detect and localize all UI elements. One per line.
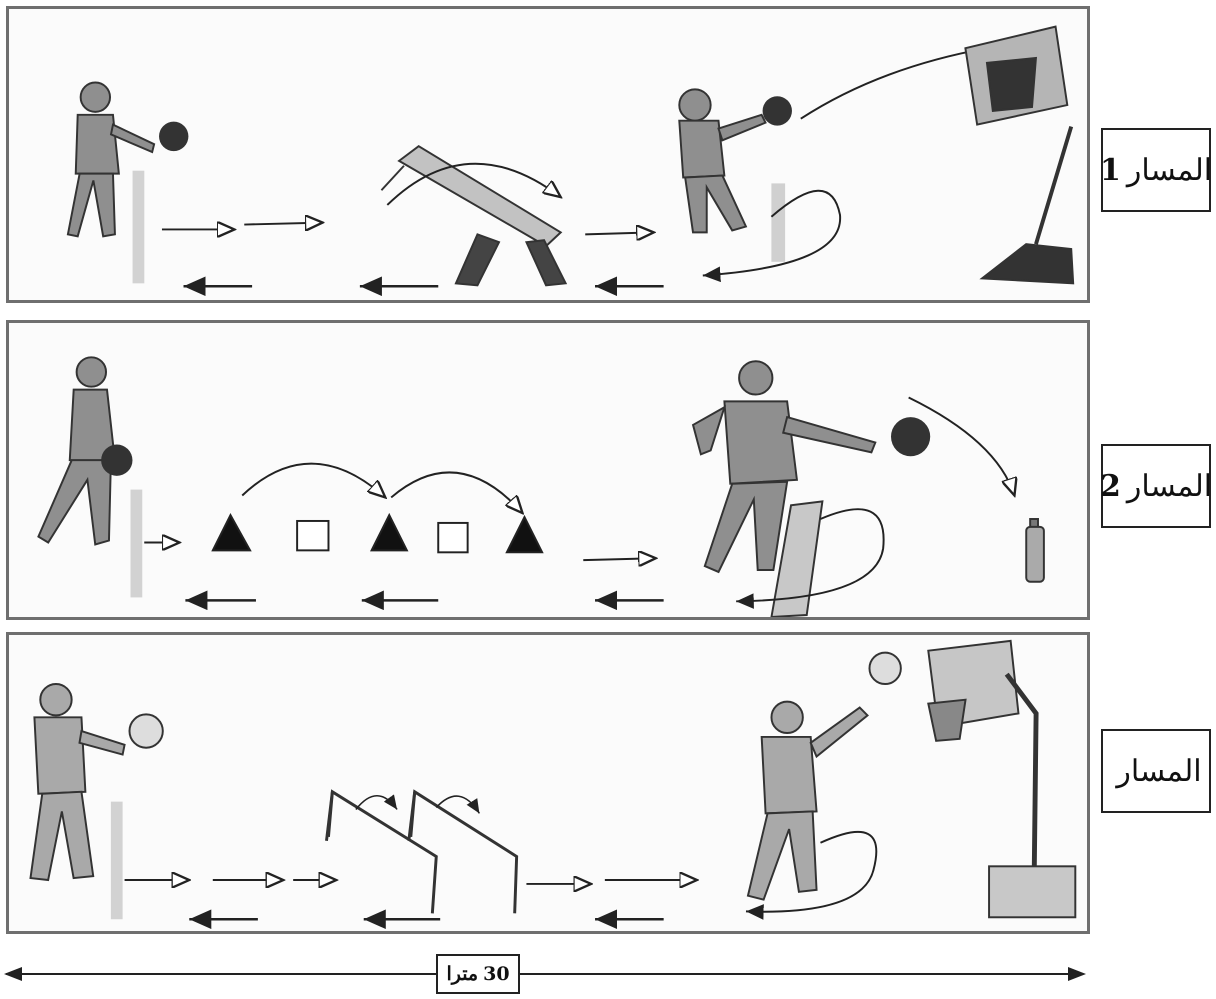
track-3-panel [6,632,1090,934]
hurdle-obstacles [326,792,516,914]
player-figure [748,702,868,900]
ball [159,122,188,151]
player-figure [38,357,114,544]
distance-label: 30 مترا [436,954,520,994]
track-3-drawing [9,635,1087,931]
start-cone [131,490,143,598]
track-label-text: المسار [1127,469,1212,504]
bottle-target [1026,519,1044,582]
track-1-drawing [9,9,1087,300]
player-figure [30,684,124,880]
track-2-label: المسار 2 [1101,444,1211,528]
track-1-label: المسار 1 [1101,128,1211,212]
distance-arrow [0,950,1216,998]
bench-obstacle [381,146,565,285]
dribble-cone [771,183,785,261]
player-figure [679,89,765,232]
ball [129,714,162,747]
track-number: 1 [1100,153,1121,188]
ball [101,445,132,476]
track-number: 2 [1100,469,1121,504]
track-3-label: المسار [1101,729,1211,813]
start-cone [133,171,145,284]
basketball-hoop [928,641,1075,917]
ball [891,417,930,456]
track-label-text: المسار [1116,754,1201,789]
ball [763,96,792,125]
track-2-drawing [9,323,1087,617]
track-2-panel [6,320,1090,620]
slalom-obstacles [213,515,542,552]
track-1-panel [6,6,1090,303]
ball [869,653,900,684]
start-cone [111,802,123,920]
distance-value: 30 [483,963,509,985]
basketball-hoop [965,27,1073,284]
distance-unit: مترا [446,963,478,985]
track-label-text: المسار [1127,153,1212,188]
